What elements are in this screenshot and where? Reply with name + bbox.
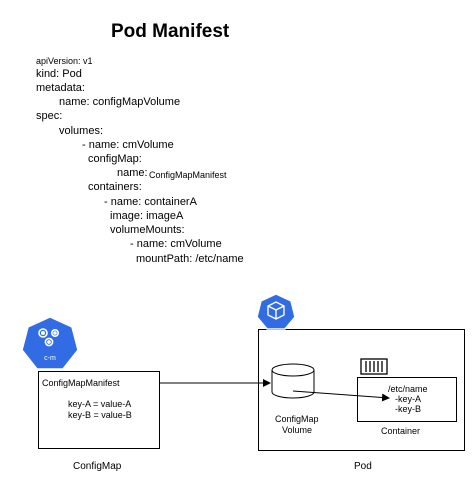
- manifest-metadata-name: name: configMapVolume: [59, 96, 181, 108]
- manifest-mountpath: mountPath: /etc/name: [136, 253, 244, 265]
- manifest-image: image: imageA: [110, 210, 184, 222]
- container-icon: [360, 358, 388, 375]
- manifest-apiversion: apiVersion: v1: [36, 56, 93, 66]
- configmap-icon: c-m: [21, 316, 79, 370]
- cube-icon: [267, 301, 285, 320]
- page-title: Pod Manifest: [111, 21, 230, 42]
- container-key-b: -key-B: [395, 404, 422, 414]
- gear-icon: [38, 328, 59, 347]
- pod-caption: Pod: [354, 461, 372, 472]
- manifest-configmap: configMap:: [88, 153, 142, 165]
- manifest-mount-name: - name: cmVolume: [130, 238, 222, 250]
- configmap-manifest-box: [38, 371, 160, 449]
- manifest-metadata: metadata:: [36, 82, 85, 94]
- configmap-box-title: ConfigMapManifest: [42, 378, 120, 388]
- configmap-caption: ConfigMap: [73, 461, 122, 472]
- configmap-key-b: key-B = value-B: [68, 410, 132, 420]
- manifest-volumes: volumes:: [59, 125, 104, 137]
- volume-label-line2: Volume: [282, 425, 313, 435]
- manifest-volume-name: - name: cmVolume: [82, 139, 174, 151]
- container-key-a: -key-A: [395, 394, 422, 404]
- manifest-configmap-name-key: name:: [117, 167, 148, 179]
- manifest-containers: containers:: [88, 181, 142, 193]
- manifest-kind: kind: Pod: [36, 68, 82, 80]
- container-box: [357, 377, 457, 422]
- container-caption: Container: [381, 426, 421, 436]
- manifest-container-name: - name: containerA: [104, 196, 197, 208]
- configmap-icon-label: c-m: [44, 355, 56, 362]
- manifest-volumemounts: volumeMounts:: [110, 224, 185, 236]
- manifest-configmap-name-value: ConfigMapManifest: [149, 170, 227, 180]
- volume-label-line1: ConfigMap: [275, 414, 319, 424]
- pod-icon: [256, 293, 296, 330]
- configmap-key-a: key-A = value-A: [68, 399, 132, 409]
- manifest-spec: spec:: [36, 110, 63, 122]
- arrow-volume-to-container: [292, 390, 390, 402]
- volume-cylinder: [271, 363, 315, 399]
- container-mount-path: /etc/name: [388, 384, 428, 394]
